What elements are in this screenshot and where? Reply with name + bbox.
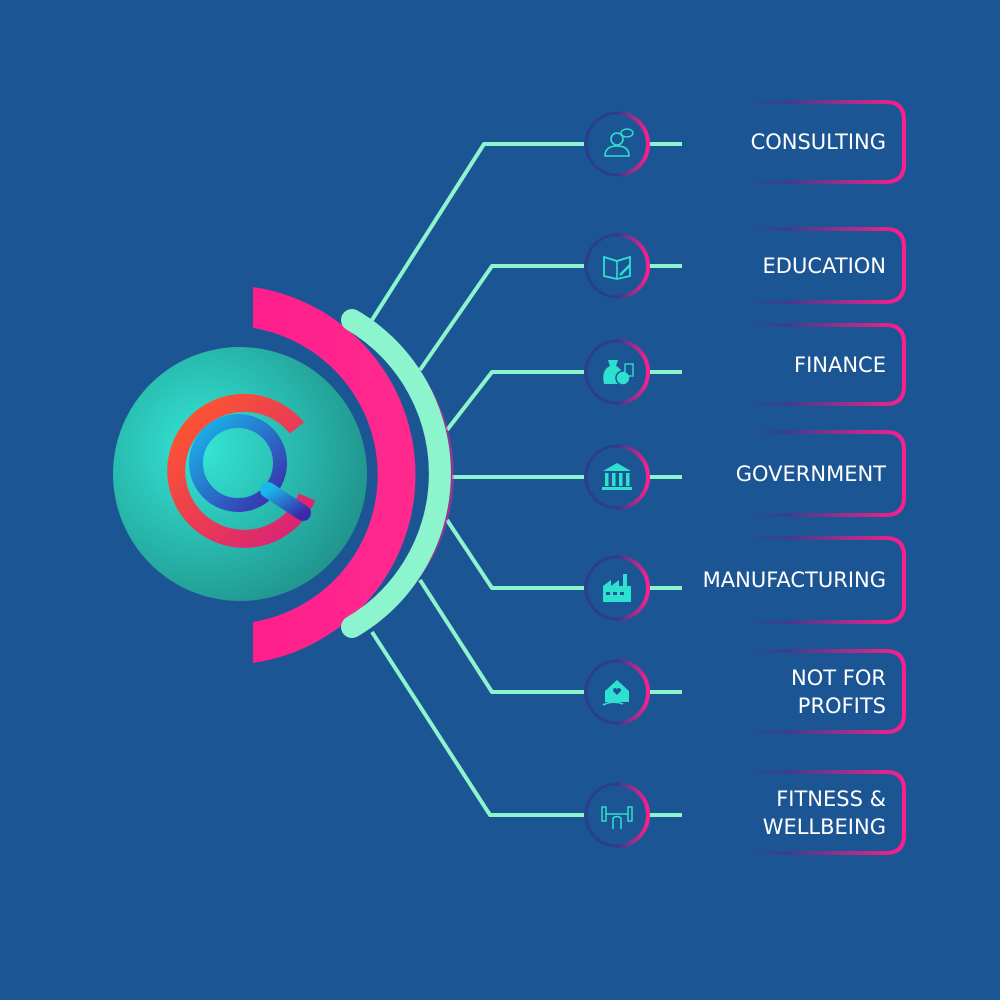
consultant-icon [604,128,634,157]
label-frame [750,430,906,517]
dumbbell-icon [601,806,633,829]
icon-badge [584,659,650,725]
connector-line [418,578,584,694]
icon-badge [584,233,650,299]
icon-badge [584,782,650,848]
icon-badge [584,444,650,510]
connector-lines [370,142,682,817]
label-frame [750,323,906,406]
sector-label: CONSULTING [750,130,886,154]
connector-line [445,370,584,432]
sector-label: FITNESS & WELLBEING [762,786,886,839]
label-frame [750,649,906,734]
charity-house-icon [602,680,629,706]
icon-badge [584,111,650,177]
mint-arc [341,309,451,638]
label-frame [750,770,906,855]
outer-pink-arc [253,287,416,663]
money-bag-icon [603,360,634,386]
connector-line [370,142,584,322]
sector-label: GOVERNMENT [735,461,886,486]
icon-badge [584,339,650,405]
label-frame [750,536,906,624]
sector-label: NOT FOR PROFITS [791,665,886,718]
hub-circle [113,347,367,601]
connector-line [370,630,584,817]
sector-label: EDUCATION [762,253,886,278]
label-frame [750,227,906,304]
central-hub [113,287,454,663]
company-logo [167,393,316,548]
label-frames [750,100,906,855]
book-icon [603,255,631,280]
connector-line [418,264,584,372]
sector-label: MANUFACTURING [702,568,886,592]
government-building-icon [602,463,632,490]
sector-label: FINANCE [794,352,886,377]
factory-icon [603,574,631,602]
icon-markers [584,111,650,848]
connector-line [445,518,584,590]
icon-badge [584,555,650,621]
label-frame [750,100,906,184]
